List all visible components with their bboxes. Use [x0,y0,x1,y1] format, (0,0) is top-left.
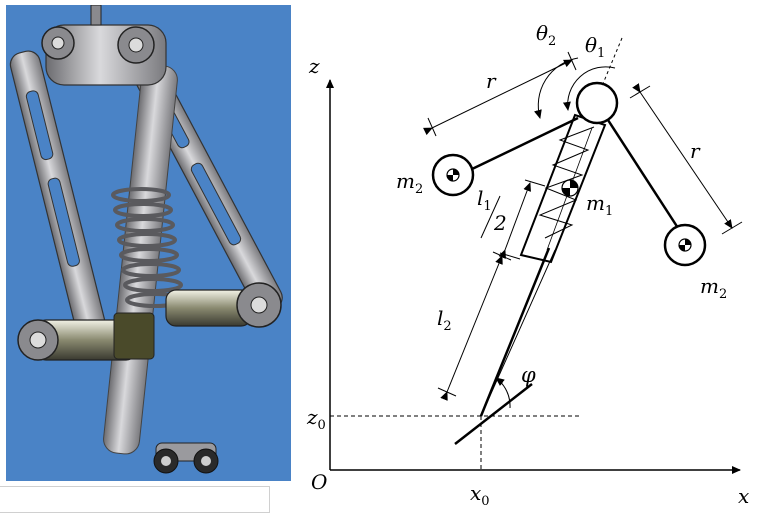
z-axis-label: z [308,54,320,78]
x-axis-label: x [738,484,749,508]
theta1-label: θ1 [585,33,605,61]
theta2-label: θ2 [536,21,556,49]
l1-half-dimension [498,179,546,260]
leg-left-edge [479,247,551,417]
l1-half-label: l1 2 [477,186,507,239]
caption-box [0,486,270,513]
m1-label: m1 [586,191,613,219]
m1-mass [561,179,579,197]
m2-left-mass [431,153,475,197]
r-top-dimension [423,51,577,137]
theta1-arc [562,66,616,111]
l2-dimension [437,251,512,401]
z0-label: z0 [306,405,326,433]
body-spring [538,126,595,239]
m2-right-mass [663,223,707,267]
vertical-reference-dashed [601,37,623,87]
robot-leg-cad-image [6,5,291,481]
r-right-dimension [629,83,743,235]
body-m1 [519,113,607,264]
theta2-arc [534,57,579,119]
origin-label: O [311,470,327,494]
r-top-label: r [486,69,497,93]
knee-cylinders [17,282,282,361]
x0-label: x0 [470,481,490,509]
spring [111,187,185,308]
phi-label: φ [521,363,536,387]
phi-arc [495,377,511,409]
hip-assembly [41,5,167,86]
m2-right-label: m2 [700,274,727,302]
left-link-line [469,116,579,172]
svg-text:2: 2 [493,211,507,235]
hip-joint [575,81,619,125]
l2-label: l2 [437,306,452,334]
r-right-label: r [690,139,701,163]
right-link-line [606,119,680,229]
svg-text:l1: l1 [477,186,492,214]
leg-right-edge [480,249,556,417]
foot-wheels [153,442,219,474]
foot-line [454,383,533,445]
m2-left-label: m2 [396,169,423,197]
